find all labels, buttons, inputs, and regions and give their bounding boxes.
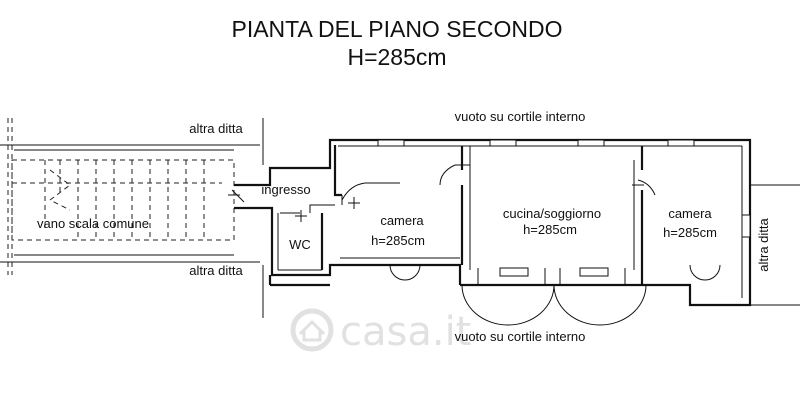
label-altra-ditta-top: altra ditta xyxy=(189,121,243,136)
room-height-camera-1: h=285cm xyxy=(371,233,425,248)
house-logo-icon xyxy=(290,308,334,352)
watermark: casa.it xyxy=(290,308,471,355)
label-vuoto-top: vuoto su cortile interno xyxy=(455,109,586,124)
doors xyxy=(228,164,656,222)
outer-walls xyxy=(234,138,752,307)
room-name-cucina: cucina/soggiorno xyxy=(503,206,601,221)
room-name-camera-2: camera xyxy=(668,206,712,221)
windows-top xyxy=(377,139,751,238)
stair-area xyxy=(0,118,260,275)
watermark-text: casa.it xyxy=(340,309,471,355)
room-height-cucina: h=285cm xyxy=(523,222,577,237)
label-wc: WC xyxy=(289,237,311,252)
plan-height: H=285cm xyxy=(347,44,446,70)
label-altra-ditta-right: altra ditta xyxy=(756,217,771,271)
balconies xyxy=(389,264,721,326)
room-height-camera-2: h=285cm xyxy=(663,225,717,240)
label-altra-ditta-bottom: altra ditta xyxy=(189,263,243,278)
label-vano-scala: vano scala comune xyxy=(37,216,149,231)
label-vuoto-bottom: vuoto su cortile interno xyxy=(455,329,586,344)
room-name-camera-1: camera xyxy=(380,213,424,228)
partitions xyxy=(280,146,644,285)
label-ingresso: ingresso xyxy=(261,182,310,197)
plan-title: PIANTA DEL PIANO SECONDO xyxy=(231,16,562,42)
